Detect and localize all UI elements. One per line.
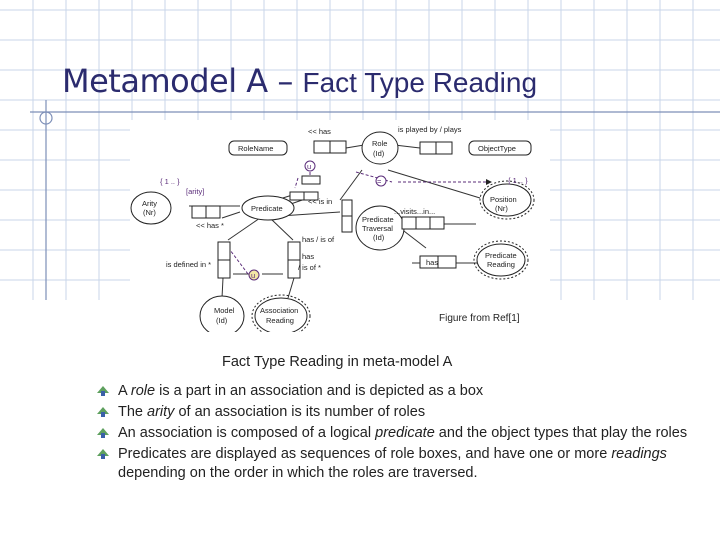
label-visits: ...visits...in... (394, 207, 435, 216)
label-assoc2: Reading (266, 316, 294, 325)
label-played-by: is played by / plays (398, 125, 462, 134)
label-model-id: (Id) (216, 316, 228, 325)
label-pred-reading: Predicate (485, 251, 517, 260)
label-has-box: has (426, 258, 438, 267)
label-pt: Predicate (362, 215, 394, 224)
bullet-item: An association is composed of a logical … (96, 424, 696, 443)
bullet-icon (97, 449, 109, 459)
label-u2: u (251, 271, 255, 280)
label-has-star: << has * (196, 221, 224, 230)
label-objecttype: ObjectType (478, 144, 516, 153)
label-has2: has (302, 252, 314, 261)
slide-title: Metamodel A – Fact Type Reading (62, 62, 537, 100)
bullet-item: A role is a part in an association and i… (96, 382, 696, 401)
label-pred-reading2: Reading (487, 260, 515, 269)
title-sub: Fact Type Reading (302, 67, 538, 98)
bullet-item: Predicates are displayed as sequences of… (96, 445, 696, 483)
figure-caption: Fact Type Reading in meta-model A (222, 354, 453, 370)
label-predicate: Predicate (251, 204, 283, 213)
metamodel-diagram: << has is played by / plays RoleName Rol… (130, 120, 550, 338)
bullet-icon (97, 407, 109, 417)
label-mult-left: { 1 .. } (160, 177, 180, 186)
label-model: Model (214, 306, 235, 315)
label-arity-bracket: [arity] (186, 187, 204, 196)
label-is-of-star: / is of * (298, 263, 321, 272)
label-has-top: << has (308, 127, 331, 136)
label-mult-right: { 1 .. } (508, 176, 528, 185)
label-has-is-of: has / is of (302, 235, 335, 244)
label-position-nr: (Nr) (495, 204, 508, 213)
bullet-item: The arity of an association is its numbe… (96, 403, 696, 422)
bullet-icon (97, 386, 109, 396)
bullet-list: A role is a part in an association and i… (96, 382, 696, 485)
label-eq: = (377, 177, 382, 186)
label-arity-nr: (Nr) (143, 208, 156, 217)
figure-credit: Figure from Ref[1] (439, 313, 520, 324)
label-pt2: Traversal (362, 224, 393, 233)
label-is-in: << is in (308, 197, 332, 206)
label-pt-id: (Id) (373, 233, 385, 242)
label-u1: u (307, 162, 311, 171)
label-arity: Arity (142, 199, 157, 208)
label-defined-in: is defined in * (166, 260, 211, 269)
label-assoc: Association (260, 306, 298, 315)
label-role: Role (372, 139, 387, 148)
bullet-icon (97, 428, 109, 438)
label-rolename: RoleName (238, 144, 273, 153)
title-main: Metamodel A – (62, 62, 303, 100)
label-position: Position (490, 195, 517, 204)
label-role-id: (Id) (373, 149, 385, 158)
